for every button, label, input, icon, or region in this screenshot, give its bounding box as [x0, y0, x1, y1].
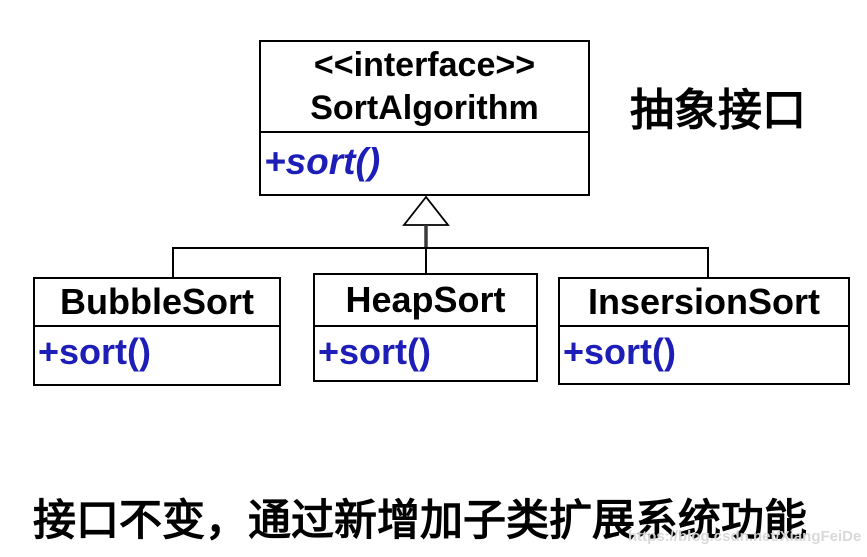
- interface-class-box: <<interface>> SortAlgorithm +sort(): [259, 40, 590, 196]
- class-box-insersionsort: InsersionSort +sort(): [558, 277, 850, 385]
- caption-text: 接口不变，通过新增加子类扩展系统功能: [33, 497, 807, 545]
- watermark-text: https://blog.csdn.net/XiangFeiDe: [628, 528, 862, 545]
- class-method-bubblesort: +sort(): [38, 331, 152, 372]
- class-box-bubblesort: BubbleSort +sort(): [33, 277, 281, 386]
- interface-method: +sort(): [264, 141, 381, 182]
- class-name-heapsort: HeapSort: [315, 275, 536, 327]
- class-method-heapsort: +sort(): [318, 331, 432, 372]
- annotation-abstract-interface: 抽象接口: [630, 86, 806, 135]
- inheritance-triangle-icon: [402, 195, 450, 226]
- class-name-insersionsort: InsersionSort: [560, 279, 848, 327]
- class-name-bubblesort: BubbleSort: [35, 279, 279, 327]
- class-box-heapsort: HeapSort +sort(): [313, 273, 538, 382]
- interface-name: SortAlgorithm: [310, 88, 539, 127]
- class-method-insersionsort: +sort(): [563, 331, 677, 372]
- interface-stereotype: <<interface>>: [313, 45, 536, 84]
- interface-title-compartment: <<interface>> SortAlgorithm: [261, 42, 588, 133]
